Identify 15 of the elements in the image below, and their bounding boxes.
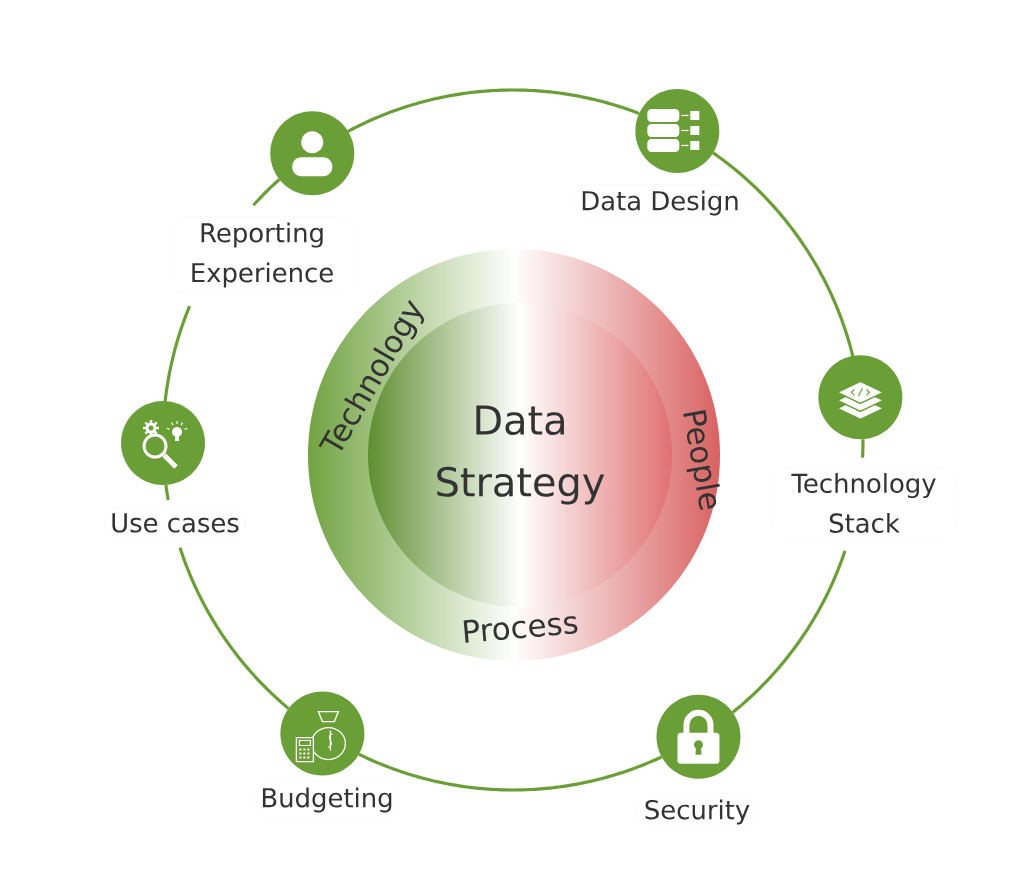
ring-arc [358,752,663,792]
ring-arc [163,305,192,402]
node-label: Technology Stack [772,466,956,540]
ring-label: People [683,410,720,510]
ring-label: Process [463,616,578,643]
ring-arc [731,550,847,714]
ring-arc [178,547,290,710]
node-label: Reporting Experience [168,216,356,294]
node-label: Security [637,793,757,831]
node-label: Budgeting [254,781,400,819]
ring-arc [712,151,855,357]
ring-arc [347,88,640,133]
center-disc: Data Strategy [437,405,605,505]
node-label: Data Design [574,184,746,222]
node-label: Use cases [104,507,246,539]
